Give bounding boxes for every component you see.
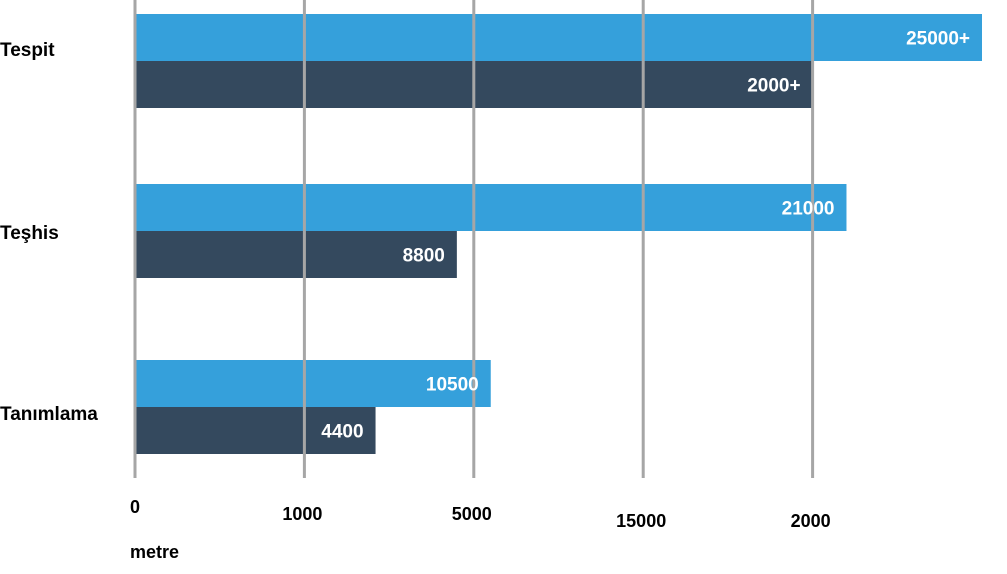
bars-layer <box>135 14 982 454</box>
data-label-series1-2: 10500 <box>426 375 479 396</box>
x-tick-label-3: 15000 <box>616 511 666 531</box>
gridlines-layer <box>133 0 815 478</box>
data-label-series2-1: 8800 <box>403 246 445 267</box>
bar-series2-2 <box>135 407 376 454</box>
bar-series1-1 <box>135 184 847 231</box>
x-tick-label-2: 5000 <box>452 504 492 524</box>
x-axis-label: metre <box>130 542 179 562</box>
x-tick-label-1: 1000 <box>282 504 322 524</box>
data-label-series2-0: 2000+ <box>747 76 800 97</box>
bar-series1-2 <box>135 360 491 407</box>
data-label-series2-2: 4400 <box>321 422 363 443</box>
data-label-series1-0: 25000+ <box>906 29 970 50</box>
category-label-2: Tanımlama <box>0 404 98 425</box>
category-label-1: Teşhis <box>0 223 59 244</box>
x-tick-label-0: 0 <box>130 497 140 517</box>
bar-series2-1 <box>135 231 457 278</box>
data-label-series1-1: 21000 <box>782 199 835 220</box>
category-label-0: Tespit <box>0 40 55 61</box>
bar-series1-0 <box>135 14 982 61</box>
labels-layer: 25000+ 21000 10500 2000+ 8800 4400 0 1000 5000 15… <box>0 29 970 532</box>
x-tick-label-4: 2000 <box>791 511 831 531</box>
